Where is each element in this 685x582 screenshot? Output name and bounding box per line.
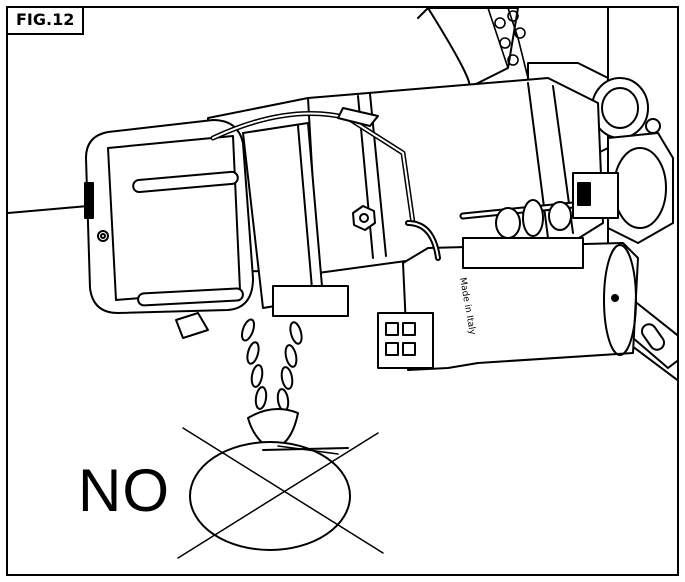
figure-frame: FIG.12 xyxy=(6,6,679,576)
lever-tab xyxy=(337,107,379,127)
cross-line-2 xyxy=(177,432,379,559)
small-arm xyxy=(175,312,209,339)
end-cap xyxy=(85,119,254,314)
limit-knob-3 xyxy=(548,201,572,231)
weight-bag-neck xyxy=(247,408,299,447)
figure-label: FIG.12 xyxy=(8,8,85,35)
vent-slot-bottom xyxy=(137,287,244,307)
wall-line xyxy=(8,205,89,214)
sprocket-chain xyxy=(487,8,529,79)
bottom-lug xyxy=(272,285,349,317)
bracket-slot xyxy=(640,323,666,351)
capacitor-end xyxy=(603,244,637,356)
no-label: NO xyxy=(78,457,170,524)
limit-knob-1 xyxy=(495,207,521,239)
motor-illustration: Made in Italy xyxy=(8,8,677,559)
chain xyxy=(240,318,303,412)
limit-knob-2 xyxy=(522,199,544,237)
label-strip xyxy=(84,182,94,219)
vent-slot-top xyxy=(132,170,239,194)
cross-line-1 xyxy=(182,427,384,554)
mount-bolt xyxy=(645,118,661,134)
weight-bag xyxy=(189,441,351,551)
limit-switch-base xyxy=(462,237,584,269)
terminal-block xyxy=(377,312,434,369)
